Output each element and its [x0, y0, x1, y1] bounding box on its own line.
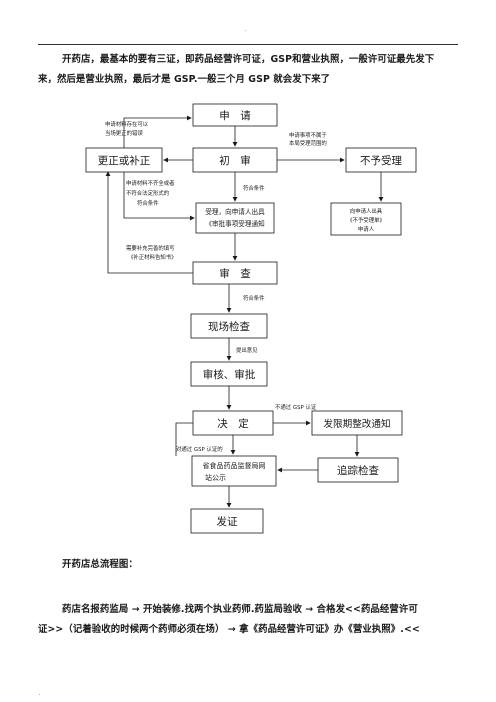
note-opinion: 提出意见	[236, 346, 258, 354]
note-not-in-scope-1: 申请事项不属于	[289, 131, 327, 139]
section-title: 开药店总流程图：	[62, 559, 138, 570]
reject-notice-label-1: 向申请人出具	[350, 207, 383, 215]
accept-label-1: 受理，向申请人出具	[205, 207, 265, 216]
decision-label: 决 定	[217, 417, 249, 430]
note-supplement-2: 《补正材料告知书》	[128, 253, 177, 261]
publicity-label-1: 省食品药品监督局网	[203, 461, 266, 470]
note-incomplete-2: 不符合法定形式的	[126, 189, 169, 197]
reject-notice-box	[330, 202, 402, 236]
note-correctable-2: 当场更正的错误	[105, 129, 143, 137]
reject-notice-label-3: 申请人	[358, 225, 375, 233]
correct-label: 更正或补正	[98, 154, 151, 167]
note-supplement-1: 需要补充完善的填写	[126, 244, 175, 252]
accept-label-2: 《审批事项受理通知	[205, 219, 264, 228]
apply-label: 申 请	[219, 109, 251, 122]
reject-label: 不予受理	[360, 155, 402, 167]
note-not-in-scope-2: 本局受理范围的	[289, 139, 327, 147]
site-inspection-label: 现场检查	[208, 320, 250, 333]
note-incomplete-1: 申请材料不齐全或者	[126, 179, 175, 187]
issue-cert-label: 发证	[217, 515, 238, 528]
rectify-notice-label: 发限期整改通知	[323, 418, 390, 430]
examine-label: 审 查	[219, 267, 251, 280]
issue-cert-box	[190, 508, 264, 534]
intro-line-1: 开药店，最基本的要有三证，即药品经营许可证，GSP和营业执照，一般许可证最先发下	[62, 54, 435, 65]
note-not-passed: 不通过 GSP 认证	[275, 403, 317, 411]
header-mark: .	[244, 24, 247, 33]
follow-up-label: 追踪检查	[337, 464, 379, 477]
audit-approve-label: 审核、审批	[203, 368, 256, 381]
process-line-2: 证>>（记着验收的时候两个药师必须在场） → 拿《药品经营许可证》办《营业执照》…	[38, 624, 420, 635]
intro-line-2: 来，然后是营业执照，最后才是 GSP.一般三个月 GSP 就会发下来了	[38, 74, 331, 85]
note-meets-conditions-2: 符合条件	[243, 294, 265, 302]
note-meets-conditions: 符合条件	[243, 184, 265, 192]
header-rule	[38, 44, 458, 45]
reject-notice-label-2: 《不予受理单》	[347, 216, 385, 224]
process-line-1: 药店名报药监局 → 开始装修.找两个执业药师.药监局验收 → 合格发<<药品经营…	[62, 604, 418, 615]
note-passed: 对通过 GSP 认证的	[176, 445, 223, 453]
note-correctable-1: 申请材料存在可以	[105, 120, 149, 128]
initial-review-label: 初 审	[219, 154, 251, 167]
note-incomplete-3: 符合条件	[137, 199, 159, 207]
footer-mark: .	[38, 688, 41, 697]
publicity-label-2: 站公示	[205, 473, 226, 482]
publicity-box	[191, 455, 277, 487]
